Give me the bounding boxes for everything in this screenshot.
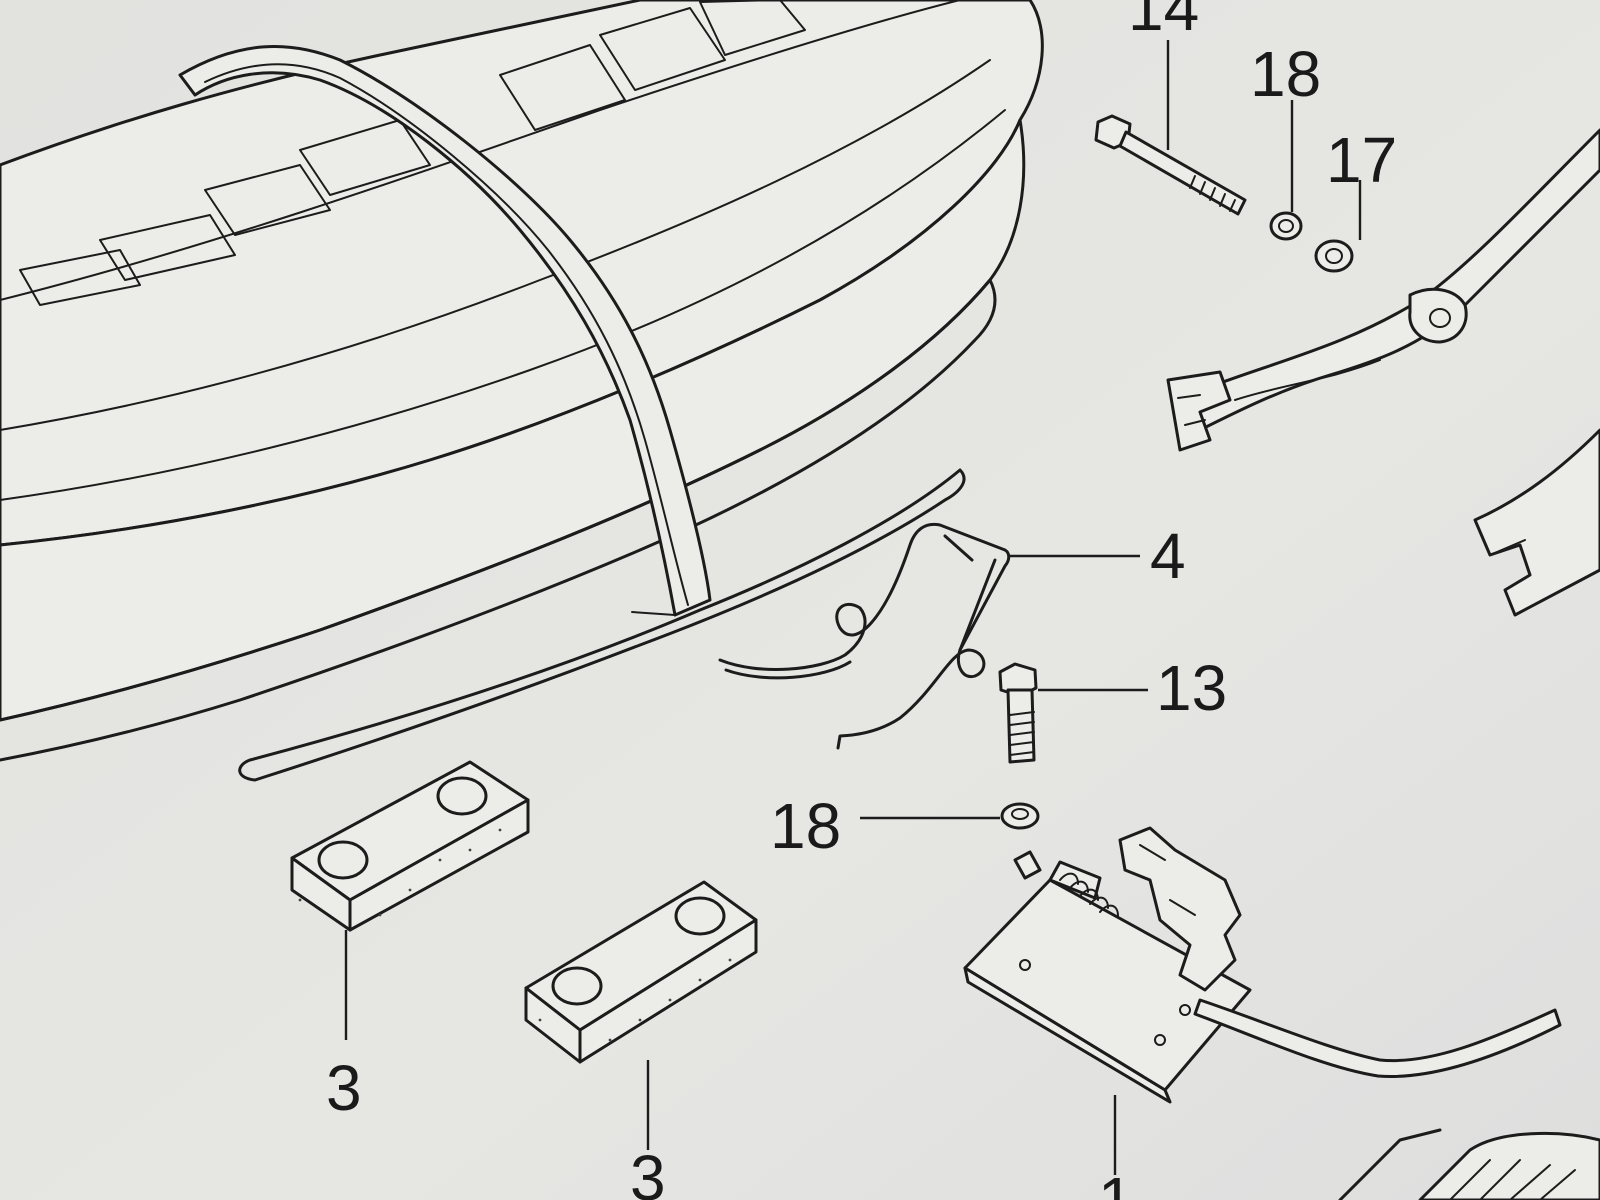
grip-fragment xyxy=(1338,1128,1600,1200)
washer-17 xyxy=(1314,239,1354,273)
rubber-block-left xyxy=(290,760,530,932)
seat-trim-strip xyxy=(238,468,966,782)
spring-4 xyxy=(718,522,1011,750)
callout-3-right: 3 xyxy=(630,1142,666,1200)
callout-17: 17 xyxy=(1326,124,1397,196)
bolt-14 xyxy=(1094,114,1247,216)
rubber-block-right xyxy=(524,880,758,1064)
seat-bottom-flange xyxy=(0,278,997,762)
seat-panels xyxy=(19,0,806,306)
seat-seam-mid xyxy=(0,59,991,431)
callout-14: 14 xyxy=(1128,0,1199,44)
callout-labels: 14 18 17 4 13 18 3 3 1 xyxy=(326,0,1397,1200)
callout-1-bottom: 1 xyxy=(1098,1164,1134,1200)
washer-18-mid xyxy=(1000,802,1040,830)
bolt-13 xyxy=(998,662,1038,764)
callout-4: 4 xyxy=(1150,520,1186,592)
callout-3-left: 3 xyxy=(326,1052,362,1124)
callout-13: 13 xyxy=(1156,652,1227,724)
seat-strap xyxy=(178,44,712,617)
seat-seam-lower xyxy=(0,109,1006,501)
callout-18-top: 18 xyxy=(1250,38,1321,110)
seat-seam-upper xyxy=(0,0,961,301)
seat-lock-assembly xyxy=(963,826,1562,1104)
callout-18-mid: 18 xyxy=(770,790,841,862)
lock-spring xyxy=(1059,872,1119,917)
seat-strap-inner xyxy=(204,63,689,606)
washer-18-top xyxy=(1269,211,1303,241)
frame-bracket xyxy=(1166,128,1600,617)
seat-drawing xyxy=(0,0,1044,782)
